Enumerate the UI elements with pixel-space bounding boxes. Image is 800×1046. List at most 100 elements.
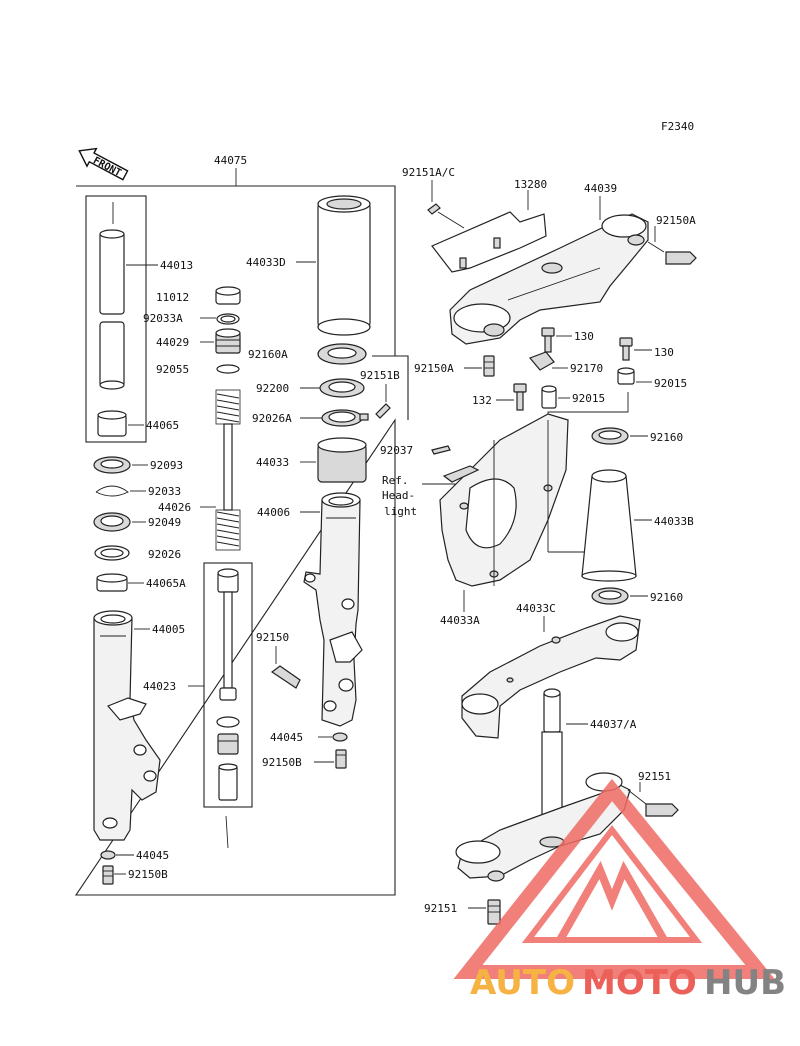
callout-44029: 44029 [156,336,189,349]
collar-92015-right [617,367,635,385]
callout-92026: 92026 [148,548,181,561]
watermark-hub: HUB [704,963,786,1003]
callout-92049: 92049 [148,516,181,529]
washer-44045-right [332,732,348,742]
callout-130-mid: 130 [574,330,594,343]
callout-92150A-upper: 92150A [656,214,696,227]
callout-92015-right: 92015 [654,377,687,390]
seal-92160-lower [591,587,629,605]
callout-44005: 44005 [152,623,185,636]
callout-44033B: 44033B [654,515,694,528]
clip-92037 [431,445,451,455]
fork-cover-44033D [317,195,371,336]
assembly-label: 44075 [214,154,247,167]
lower-triple-clamp-44037A [455,688,631,882]
watermark-auto: AUTO [470,963,575,1003]
callout-11012: 11012 [156,291,189,304]
callout-92151-bottom: 92151 [424,902,457,915]
watermark-logo: AUTO MOTO HUB [453,778,786,1003]
callout-92160-lower: 92160 [650,591,683,604]
bolt-92150A-lower [483,355,495,377]
bolt-92150B-right [335,749,347,769]
callout-44037A: 44037/A [590,718,637,731]
callout-92150: 92150 [256,631,289,644]
callout-44023: 44023 [143,680,176,693]
callout-44013: 44013 [160,259,193,272]
oring-92033A [216,313,240,325]
bolt-92150 [270,665,301,689]
collar-92015-mid [541,385,557,409]
callout-92160-upper: 92160 [650,431,683,444]
bolt-92151-bottom [487,899,501,925]
callout-92170: 92170 [570,362,603,375]
callout-92200: 92200 [256,382,289,395]
ref-note-line1: Ref. [382,474,409,487]
callout-92151B: 92151B [360,369,400,382]
washer-44045-left [100,850,116,860]
ref-note-line2: Head- [382,489,415,502]
callout-92150B-left: 92150B [128,868,168,881]
washer-92026 [94,545,130,561]
callout-92015-mid: 92015 [572,392,605,405]
callout-13280: 13280 [514,178,547,191]
callout-92037: 92037 [380,444,413,457]
inner-tube-box [85,195,147,443]
bolt-132 [513,383,527,411]
cartridge-box [203,562,253,808]
screw-92151B [375,403,391,419]
oil-seal-92049 [93,512,131,532]
spring-44026 [215,389,241,551]
clamp-92026A [321,409,369,427]
callout-44033: 44033 [256,456,289,469]
bushing-44065A [96,573,128,592]
bolt-92150A-upper [665,251,697,265]
callout-44006: 44006 [257,506,290,519]
seal-92093 [93,456,131,474]
callout-92160A: 92160A [248,348,288,361]
watermark-moto: MOTO [582,963,697,1003]
callout-44039: 44039 [584,182,617,195]
assembly-bracket [74,185,409,896]
callout-44033A: 44033A [440,614,480,627]
figure-code: F2340 [661,120,694,133]
bolt-92150B-left [102,865,114,885]
front-arrow-label: FRONT [91,155,123,179]
ref-note-line3: light [384,505,417,518]
callout-44033D: 44033D [246,256,286,269]
cover-44033C [461,615,641,739]
cover-44033B [581,469,637,582]
callout-92033: 92033 [148,485,181,498]
callout-132: 132 [472,394,492,407]
cartridge-44023 [216,568,240,849]
callout-44065A: 44065A [146,577,186,590]
watermark-triangle-icon [453,778,775,979]
seal-92160A [317,343,367,365]
outer-tube-44005 [93,610,161,841]
screw-92151AC [427,203,465,229]
seal-92160-upper [591,427,629,445]
callout-92150B-right: 92150B [262,756,302,769]
inner-tube-44013 [99,202,125,390]
callout-44026: 44026 [158,501,191,514]
oring-92055 [216,364,240,374]
callout-92093: 92093 [150,459,183,472]
callout-130-right: 130 [654,346,674,359]
cap-11012 [215,286,241,305]
callout-92033A: 92033A [143,312,183,325]
headlight-cover-44033A [439,413,569,587]
callout-44065: 44065 [146,419,179,432]
bolt-92151-right [645,803,679,817]
callout-44045-right: 44045 [270,731,303,744]
bracket-13280 [431,211,547,273]
adjuster-44029 [215,328,241,354]
callout-92150A-lower: 92150A [414,362,454,375]
bolt-130-mid [541,327,555,353]
upper-triple-clamp-44039 [449,213,649,345]
cover-44033 [317,437,367,483]
outer-tube-44006 [303,492,363,727]
bushing-44065 [97,410,127,437]
callout-92026A: 92026A [252,412,292,425]
bracket-92170 [528,351,555,371]
callout-92151-right: 92151 [638,770,671,783]
